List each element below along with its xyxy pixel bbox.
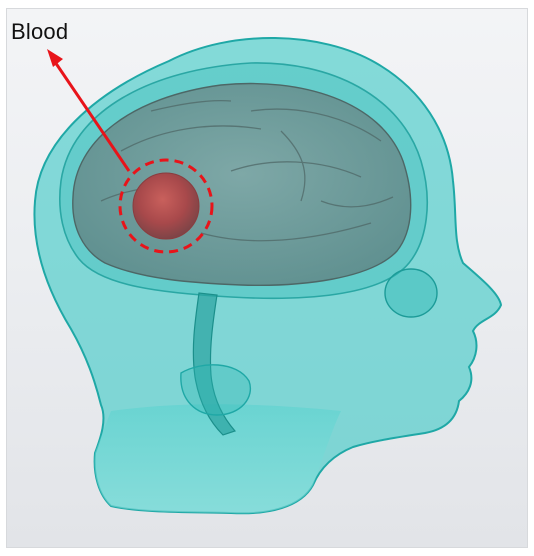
render-viewport bbox=[6, 8, 528, 548]
arrow-up-left-icon bbox=[47, 49, 63, 67]
eye bbox=[385, 269, 437, 317]
blood-region bbox=[133, 173, 199, 239]
head-model-render bbox=[7, 9, 528, 548]
blood-label: Blood bbox=[11, 19, 68, 45]
